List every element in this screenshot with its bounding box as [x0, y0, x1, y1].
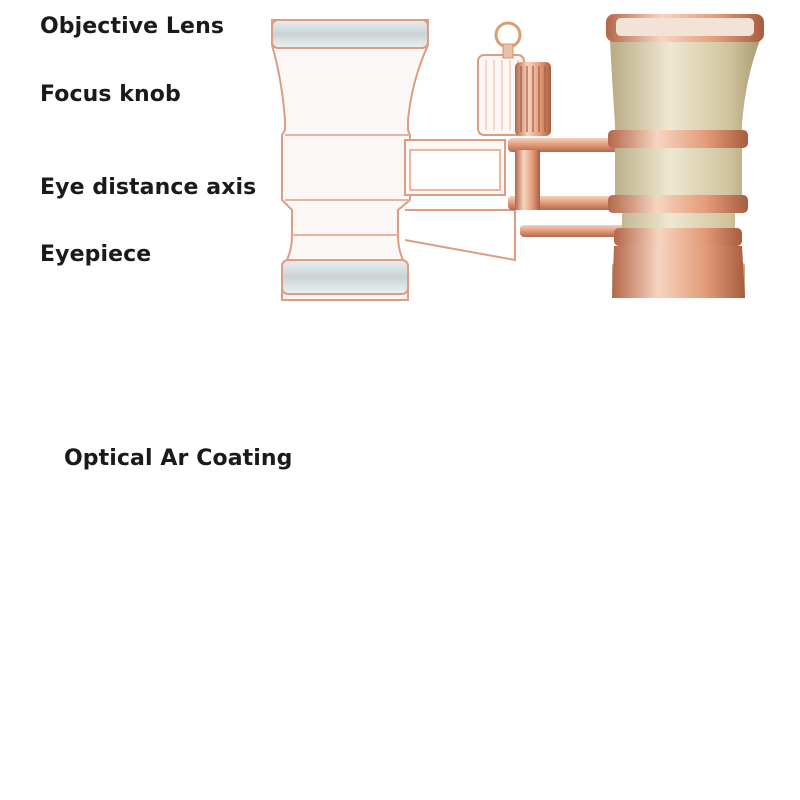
label-eye-distance-axis: Eye distance axis: [40, 175, 257, 200]
solid-barrel: [606, 14, 764, 298]
top-binoculars-illustration: [271, 14, 764, 301]
ghost-barrel: [271, 19, 429, 301]
solid-focus-knob: [508, 62, 640, 237]
ghost-bridge: [404, 139, 516, 262]
label-eyepiece: Eyepiece: [40, 242, 152, 267]
label-optical-ar-coating: Optical Ar Coating: [64, 446, 293, 471]
label-focus-knob: Focus knob: [40, 82, 181, 107]
label-objective-lens: Objective Lens: [40, 14, 225, 39]
